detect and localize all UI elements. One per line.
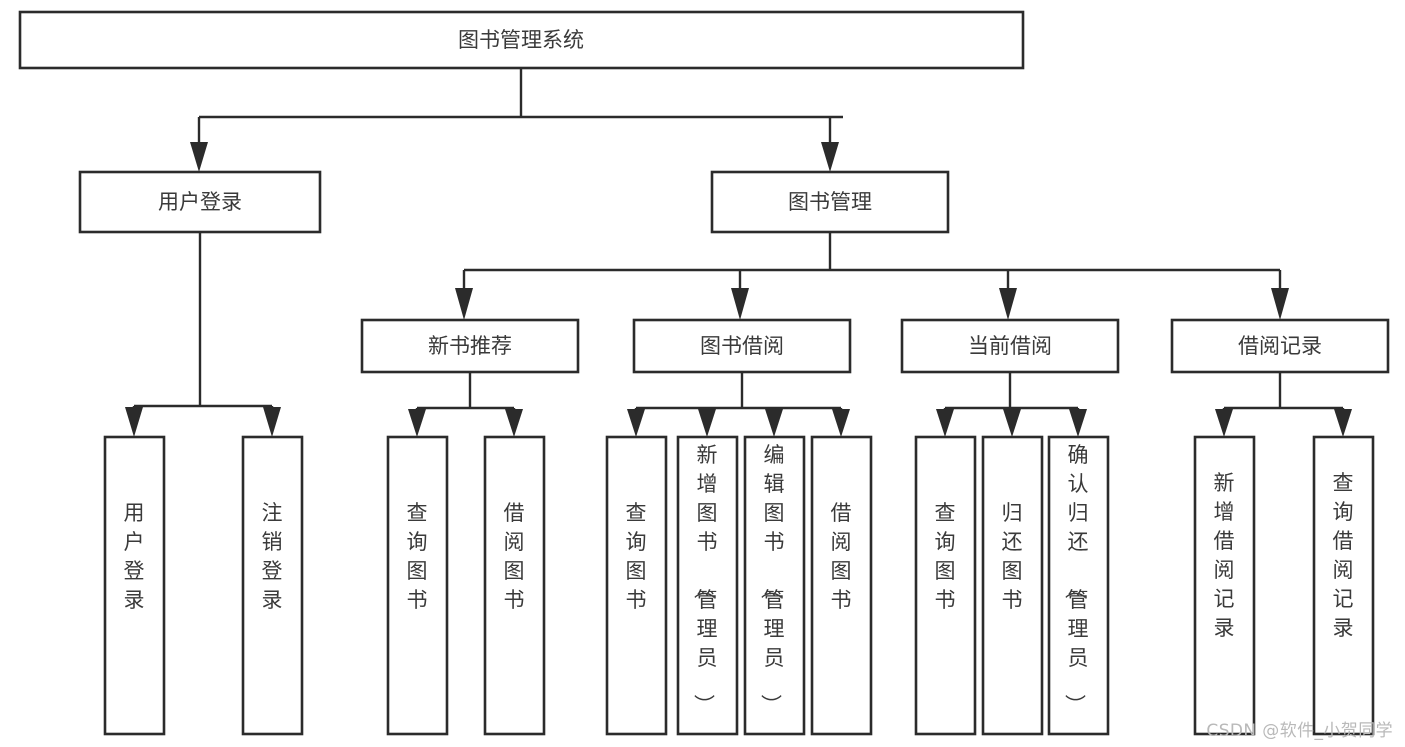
connector-group-user-login (125, 232, 281, 437)
leaf-borrow-book-1-box[interactable] (483, 435, 546, 736)
arrowhead-leaf-borrow-book-1 (505, 409, 523, 437)
leaf-borrow-book-1-label: 借阅图书 (504, 501, 525, 612)
node-book-borrow-box[interactable] (632, 318, 852, 374)
leaf-borrow-book-2-box[interactable] (810, 435, 873, 736)
leaf-node-user-login[interactable]: 用户登录 (103, 435, 166, 736)
connector-group-borrow-record (1215, 372, 1352, 437)
arrowhead-user-login (190, 142, 208, 172)
leaf-query-book-1-label: 查询图书 (407, 501, 428, 612)
node-current-borrow[interactable]: 当前借阅 (900, 318, 1120, 374)
arrowhead-leaf-return-book (1003, 409, 1021, 437)
arrowhead-borrow-record (1271, 288, 1289, 320)
node-root-label: 图书管理系统 (458, 28, 584, 52)
arrowhead-leaf-confirm-return (1069, 409, 1087, 437)
leaf-return-book-box[interactable] (981, 435, 1044, 736)
leaf-query-record-box[interactable] (1312, 435, 1375, 736)
node-root-box[interactable] (18, 10, 1025, 70)
leaf-query-book-3-box[interactable] (914, 435, 977, 736)
connector-group-book-manage (455, 232, 1289, 320)
leaf-node-query-book-1[interactable]: 查询图书 (386, 435, 449, 736)
connector-group-current-borrow (936, 372, 1087, 437)
arrowhead-leaf-add-book (698, 409, 716, 437)
node-new-book-rec-box[interactable] (360, 318, 580, 374)
leaf-node-return-book[interactable]: 归还图书 (981, 435, 1044, 736)
node-borrow-record-label: 借阅记录 (1238, 334, 1322, 358)
leaf-query-record-label: 查询借阅记录 (1333, 471, 1354, 640)
leaf-node-add-book[interactable]: 新增图书（管理员） (676, 435, 739, 736)
connector-group-book-borrow (627, 372, 850, 437)
arrowhead-leaf-logout (263, 407, 281, 437)
leaf-add-book-box[interactable] (676, 435, 739, 736)
leaf-return-book-label: 归还图书 (1002, 501, 1023, 612)
leaf-edit-book-label: 编辑图书（管理员） (759, 443, 785, 715)
leaf-add-record-label: 新增借阅记录 (1214, 471, 1235, 640)
leaf-node-add-record[interactable]: 新增借阅记录 (1193, 435, 1256, 736)
connector-group-new-book-rec (408, 372, 523, 437)
leaf-query-book-3-label: 查询图书 (935, 501, 956, 612)
node-current-borrow-label: 当前借阅 (968, 334, 1052, 358)
leaf-node-query-record[interactable]: 查询借阅记录 (1312, 435, 1375, 736)
leaf-confirm-return-label: 确认归还（管理员） (1063, 443, 1089, 715)
leaf-add-record-box[interactable] (1193, 435, 1256, 736)
node-root[interactable]: 图书管理系统 (18, 10, 1025, 70)
arrowhead-current-borrow (999, 288, 1017, 320)
arrowhead-leaf-query-record (1334, 409, 1352, 437)
node-book-manage-box[interactable] (710, 170, 950, 234)
leaf-user-login-label: 用户登录 (124, 501, 145, 612)
node-book-manage-label: 图书管理 (788, 190, 872, 214)
arrowhead-leaf-query-book-1 (408, 409, 426, 437)
arrowhead-leaf-borrow-book-2 (832, 409, 850, 437)
node-borrow-record-box[interactable] (1170, 318, 1390, 374)
leaf-query-book-2-box[interactable] (605, 435, 668, 736)
arrowhead-leaf-query-book-2 (627, 409, 645, 437)
node-book-borrow[interactable]: 图书借阅 (632, 318, 852, 374)
arrowhead-book-manage (821, 142, 839, 172)
leaf-edit-book-box[interactable] (743, 435, 806, 736)
node-book-borrow-label: 图书借阅 (700, 334, 784, 358)
node-borrow-record[interactable]: 借阅记录 (1170, 318, 1390, 374)
arrowhead-new-book-rec (455, 288, 473, 320)
node-book-manage[interactable]: 图书管理 (710, 170, 950, 234)
node-user-login-label: 用户登录 (158, 190, 242, 214)
leaf-node-edit-book[interactable]: 编辑图书（管理员） (743, 435, 806, 736)
leaf-logout-label: 注销登录 (262, 501, 283, 612)
leaf-query-book-2-label: 查询图书 (626, 501, 647, 612)
connector-group-root (190, 68, 843, 172)
leaf-query-book-1-box[interactable] (386, 435, 449, 736)
leaf-node-borrow-book-1[interactable]: 借阅图书 (483, 435, 546, 736)
leaf-confirm-return-box[interactable] (1047, 435, 1110, 736)
arrowhead-leaf-edit-book (765, 409, 783, 437)
node-current-borrow-box[interactable] (900, 318, 1120, 374)
arrowhead-book-borrow (731, 288, 749, 320)
leaf-node-logout[interactable]: 注销登录 (241, 435, 304, 736)
arrowhead-leaf-user-login (125, 407, 143, 437)
leaf-node-query-book-2[interactable]: 查询图书 (605, 435, 668, 736)
node-new-book-rec-label: 新书推荐 (428, 334, 512, 358)
leaf-node-confirm-return[interactable]: 确认归还（管理员） (1047, 435, 1110, 736)
arrowhead-leaf-query-book-3 (936, 409, 954, 437)
leaf-logout-box[interactable] (241, 435, 304, 736)
arrowhead-leaf-add-record (1215, 409, 1233, 437)
leaf-borrow-book-2-label: 借阅图书 (831, 501, 852, 612)
leaf-user-login-box[interactable] (103, 435, 166, 736)
leaf-node-query-book-3[interactable]: 查询图书 (914, 435, 977, 736)
csdn-watermark: CSDN @软件_小贺同学 (1206, 721, 1393, 741)
node-user-login[interactable]: 用户登录 (78, 170, 322, 234)
leaf-node-borrow-book-2[interactable]: 借阅图书 (810, 435, 873, 736)
leaf-add-book-label: 新增图书（管理员） (692, 443, 718, 715)
node-new-book-rec[interactable]: 新书推荐 (360, 318, 580, 374)
